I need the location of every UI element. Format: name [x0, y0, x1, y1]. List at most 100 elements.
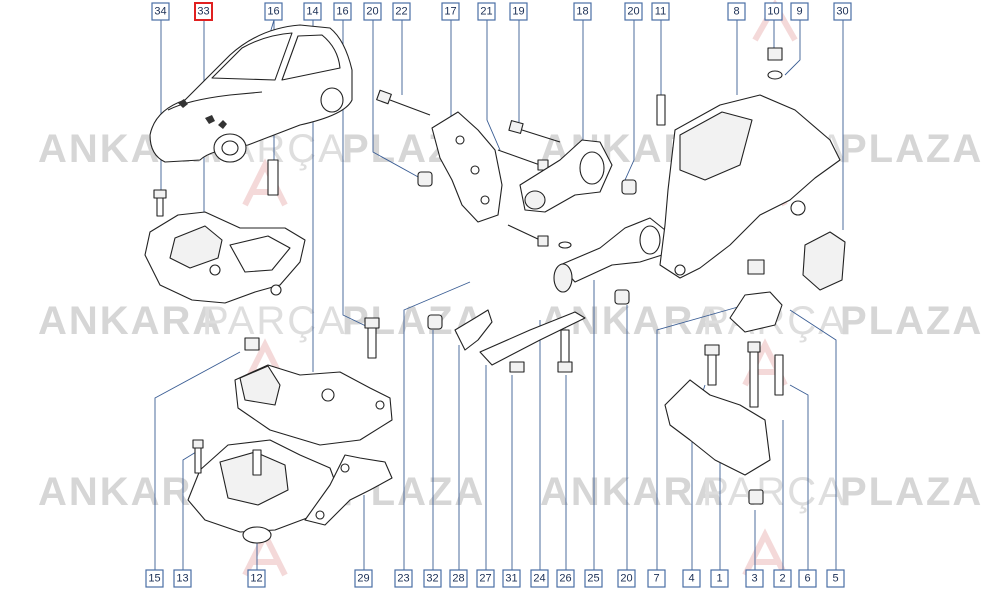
- callout-label: 2: [773, 569, 792, 588]
- callout-label-highlighted: 33: [194, 2, 213, 21]
- callout-label: 3: [745, 569, 764, 588]
- callout-label: 16: [333, 2, 352, 21]
- callout-label: 12: [247, 569, 266, 588]
- watermark-word-ankara: ANKARA: [540, 470, 725, 514]
- callout-label: 24: [530, 569, 549, 588]
- svg-text:4: 4: [688, 573, 694, 585]
- svg-text:30: 30: [836, 6, 848, 18]
- washer-part-24: [558, 241, 572, 249]
- callout-label: 6: [798, 569, 817, 588]
- callout-label: 32: [423, 569, 442, 588]
- svg-text:13: 13: [176, 573, 188, 585]
- callout-label: 34: [151, 2, 170, 21]
- svg-text:2: 2: [779, 573, 785, 585]
- svg-text:12: 12: [250, 573, 262, 585]
- callout-label: 28: [449, 569, 468, 588]
- watermark-word-parca: PARÇA: [702, 470, 847, 514]
- callout-label: 21: [477, 2, 496, 21]
- callout-label: 7: [647, 569, 666, 588]
- callout-label: 22: [392, 2, 411, 21]
- svg-text:22: 22: [395, 6, 407, 18]
- nut-part-20-left: [417, 171, 433, 187]
- watermark-word-plaza: PLAZA: [840, 299, 983, 343]
- callout-label: 14: [303, 2, 322, 21]
- svg-text:5: 5: [832, 573, 838, 585]
- svg-text:21: 21: [480, 6, 492, 18]
- callout-label: 17: [441, 2, 460, 21]
- engine-mount-part-33: [144, 159, 306, 304]
- svg-text:20: 20: [366, 6, 378, 18]
- svg-text:29: 29: [357, 573, 369, 585]
- svg-text:23: 23: [397, 573, 409, 585]
- nut-part-32: [427, 314, 443, 330]
- callout-label: 5: [826, 569, 845, 588]
- callout-label: 1: [710, 569, 729, 588]
- svg-text:9: 9: [796, 6, 802, 18]
- plate-part-27: [479, 311, 586, 366]
- callout-label: 20: [624, 2, 643, 21]
- svg-text:27: 27: [479, 573, 491, 585]
- watermark-text: ANKARA PARÇA PLAZA ANKARA PARÇA PLAZA AN…: [38, 127, 983, 514]
- nut-part-20-bottom: [614, 289, 630, 305]
- bracket-part-29: [304, 454, 393, 526]
- svg-text:19: 19: [512, 6, 524, 18]
- callout-label: 4: [682, 569, 701, 588]
- gearbox-mount-part-8: [656, 94, 841, 279]
- callout-label: 25: [584, 569, 603, 588]
- svg-text:16: 16: [267, 6, 279, 18]
- svg-text:33: 33: [197, 6, 209, 18]
- callout-label: 26: [556, 569, 575, 588]
- svg-text:16: 16: [336, 6, 348, 18]
- watermark-word-ankara: ANKARA: [38, 299, 223, 343]
- callout-label: 23: [394, 569, 413, 588]
- bracket-part-17: [431, 111, 503, 223]
- svg-text:10: 10: [767, 6, 779, 18]
- svg-text:8: 8: [733, 6, 739, 18]
- svg-text:7: 7: [653, 573, 659, 585]
- callout-label: 27: [476, 569, 495, 588]
- nut-part-3: [748, 489, 764, 505]
- svg-text:20: 20: [627, 6, 639, 18]
- bolt-part-31: [509, 361, 525, 373]
- nut-part-20-right: [621, 179, 637, 195]
- callout-label: 13: [173, 569, 192, 588]
- bolt-part-19: [508, 120, 561, 143]
- top-label-row: 34 33 16 14 16 20 22 17 21 19 18 20 11 8…: [151, 2, 852, 21]
- svg-text:34: 34: [154, 6, 166, 18]
- svg-text:14: 14: [306, 6, 318, 18]
- svg-text:6: 6: [804, 573, 810, 585]
- bolt-part-23: [507, 224, 549, 247]
- svg-text:18: 18: [576, 6, 588, 18]
- callout-label: 20: [363, 2, 382, 21]
- bolt-part-26: [557, 329, 573, 373]
- torque-rod-part-18: [519, 139, 613, 213]
- svg-text:31: 31: [505, 573, 517, 585]
- callout-label: 15: [145, 569, 164, 588]
- mount-part-7: [729, 259, 783, 333]
- callout-label: 8: [727, 2, 746, 21]
- callout-label: 31: [502, 569, 521, 588]
- callout-label: 30: [833, 2, 852, 21]
- lower-mount-part-1: [664, 341, 784, 476]
- leader-lines: [154, 19, 844, 578]
- callout-label: 19: [509, 2, 528, 21]
- bracket-part-14: [234, 337, 393, 446]
- nut-part-10: [767, 47, 783, 61]
- washer-part-9: [767, 70, 783, 80]
- bump-stop-part-30: [802, 231, 846, 291]
- bracket-part-28: [454, 309, 493, 351]
- bolt-part-22: [376, 89, 431, 116]
- svg-text:15: 15: [148, 573, 160, 585]
- link-rod-part-25: [553, 217, 666, 293]
- svg-text:17: 17: [444, 6, 456, 18]
- svg-text:28: 28: [452, 573, 464, 585]
- callout-label: 18: [573, 2, 592, 21]
- bolt-part-16: [364, 317, 380, 359]
- svg-text:32: 32: [426, 573, 438, 585]
- callout-label: 20: [617, 569, 636, 588]
- car-illustration: [149, 24, 353, 163]
- svg-text:11: 11: [655, 6, 666, 18]
- callout-label: 10: [764, 2, 783, 21]
- watermark-word-parca: PARÇA: [202, 299, 347, 343]
